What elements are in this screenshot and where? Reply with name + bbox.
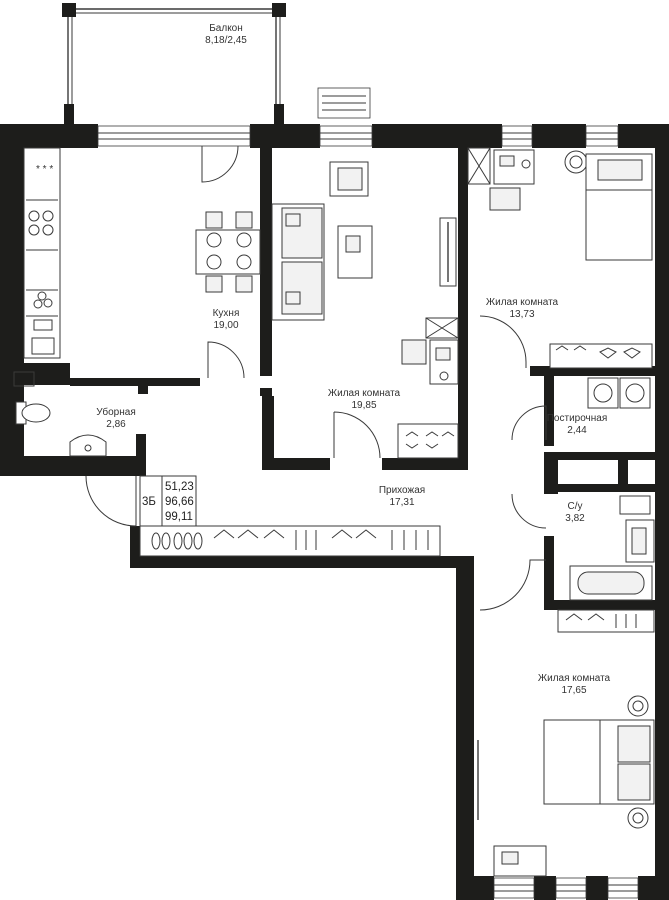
living-furniture bbox=[271, 161, 459, 459]
bedroom-bottom-area: 17,65 bbox=[561, 685, 586, 696]
living-area-value: 51,23 bbox=[165, 481, 194, 493]
bathroom-area: 3,82 bbox=[565, 513, 585, 524]
laundry-name: Постирочная bbox=[547, 413, 608, 424]
hallway-furniture bbox=[139, 525, 441, 557]
living-center-area: 19,85 bbox=[351, 400, 376, 411]
toilet-fixtures bbox=[13, 371, 107, 457]
hallway-name: Прихожая bbox=[379, 485, 425, 496]
kitchen-furniture: * * * bbox=[23, 147, 261, 359]
laundry-area: 2,44 bbox=[567, 425, 587, 436]
stove-icon: * * * bbox=[36, 164, 53, 175]
bathroom-fixtures bbox=[557, 495, 655, 633]
living-center-name: Жилая комната bbox=[328, 388, 401, 399]
walls bbox=[0, 124, 669, 900]
bedroom-top-name: Жилая комната bbox=[486, 297, 559, 308]
bathroom-name: С/у bbox=[568, 501, 583, 512]
total-area-value: 96,66 bbox=[165, 496, 194, 508]
area-summary-box: 3Б 51,23 96,66 99,11 bbox=[139, 475, 197, 527]
bedroom-bottom-name: Жилая комната bbox=[538, 673, 611, 684]
toilet-name: Уборная bbox=[96, 406, 135, 418]
windows bbox=[97, 87, 639, 899]
balcony bbox=[62, 3, 286, 126]
kitchen-name: Кухня bbox=[213, 308, 240, 319]
laundry-fixtures bbox=[587, 377, 651, 409]
total-with-balcony-value: 99,11 bbox=[165, 511, 193, 523]
apartment-type-code: 3Б bbox=[142, 496, 156, 508]
room-labels: Балкон 8,18/2,45 Кухня 19,00 Жилая комна… bbox=[96, 23, 610, 696]
hallway-area: 17,31 bbox=[389, 497, 414, 508]
bedroom-top-area: 13,73 bbox=[509, 309, 534, 320]
bedroom-bottom-furniture bbox=[477, 695, 655, 877]
balcony-area: 8,18/2,45 bbox=[205, 35, 247, 46]
toilet-area: 2,86 bbox=[106, 419, 126, 430]
balcony-name: Балкон bbox=[209, 23, 243, 34]
doors bbox=[85, 145, 547, 611]
bedroom-top-furniture bbox=[467, 147, 653, 369]
kitchen-area: 19,00 bbox=[213, 320, 238, 331]
